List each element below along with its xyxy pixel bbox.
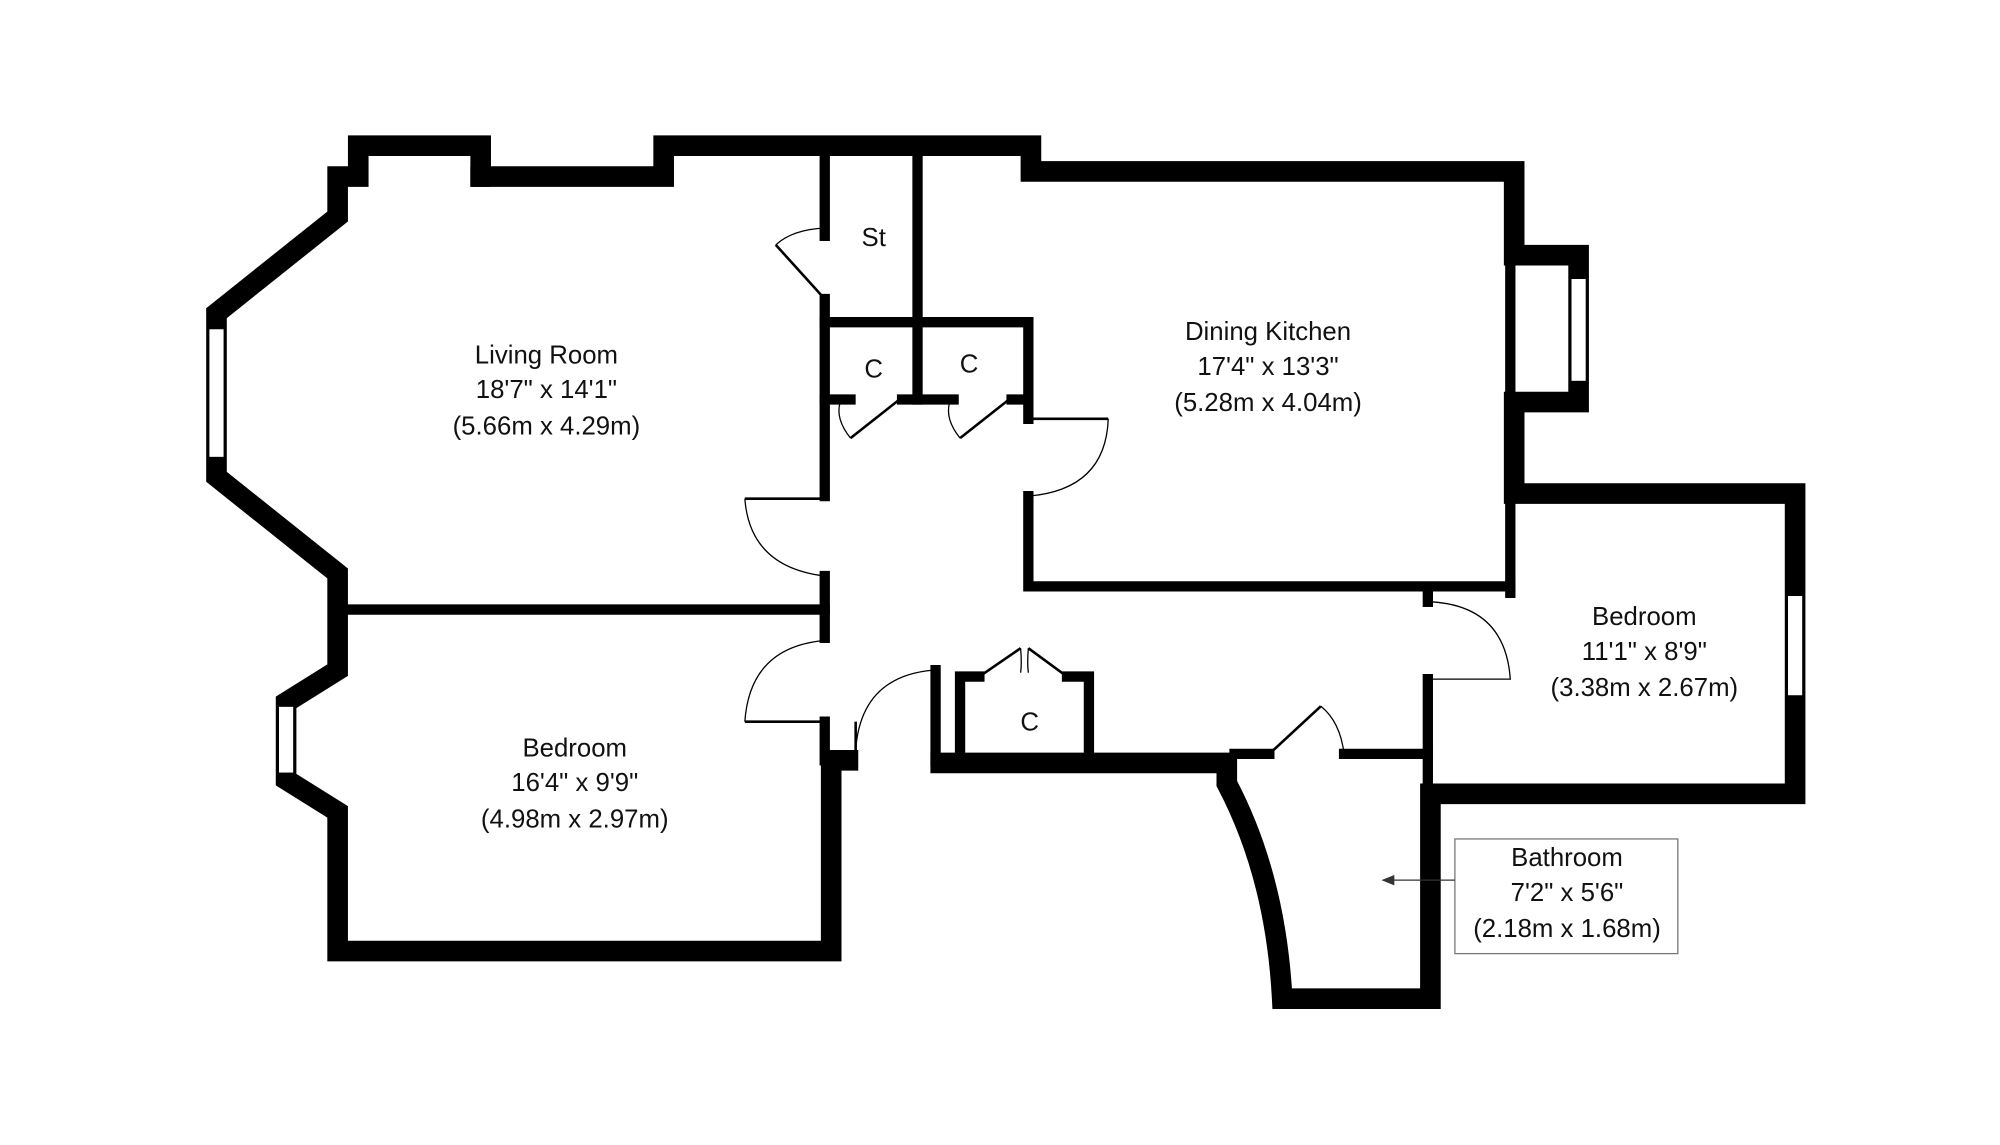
cupboard-label: C: [960, 350, 979, 378]
window-bedroom-1: [277, 705, 295, 774]
room-size-metric: (5.66m x 4.29m): [453, 412, 641, 440]
bathroom-label-box: [1454, 838, 1679, 955]
room-size-imperial: 11'1" x 8'9": [1582, 638, 1707, 666]
cupboard-label: C: [864, 356, 883, 384]
window-living-room: [208, 327, 225, 459]
room-name: Bedroom: [522, 734, 627, 762]
room-size-imperial: 17'4" x 13'3": [1197, 353, 1338, 381]
interior-walls: [332, 149, 1516, 799]
room-dining-kitchen: Dining Kitchen 17'4" x 13'3" (5.28m x 4.…: [1174, 318, 1362, 417]
room-size-metric: (5.28m x 4.04m): [1174, 389, 1362, 417]
room-name: Dining Kitchen: [1185, 318, 1351, 346]
room-name: Living Room: [475, 341, 618, 369]
room-size-metric: (2.18m x 1.68m): [1473, 915, 1661, 943]
room-size-imperial: 18'7" x 14'1": [476, 376, 617, 404]
room-living-room: Living Room 18'7" x 14'1" (5.66m x 4.29m…: [453, 341, 641, 440]
room-bedroom-1: Bedroom 16'4" x 9'9" (4.98m x 2.97m): [481, 734, 669, 833]
room-size-imperial: 16'4" x 9'9": [511, 769, 638, 797]
room-size-imperial: 7'2" x 5'6": [1511, 879, 1624, 907]
doors: [744, 227, 1512, 755]
cupboard-label: C: [1020, 709, 1039, 737]
room-size-metric: (4.98m x 2.97m): [481, 805, 669, 833]
window-kitchen: [1570, 277, 1587, 383]
room-name: Bedroom: [1592, 603, 1697, 631]
room-size-metric: (3.38m x 2.67m): [1551, 674, 1739, 702]
store-label: St: [862, 224, 886, 252]
room-bedroom-2: Bedroom 11'1" x 8'9" (3.38m x 2.67m): [1551, 603, 1739, 702]
room-name: Bathroom: [1511, 844, 1623, 872]
window-bedroom-2: [1786, 594, 1804, 697]
room-bathroom: Bathroom 7'2" x 5'6" (2.18m x 1.68m): [1381, 838, 1679, 955]
